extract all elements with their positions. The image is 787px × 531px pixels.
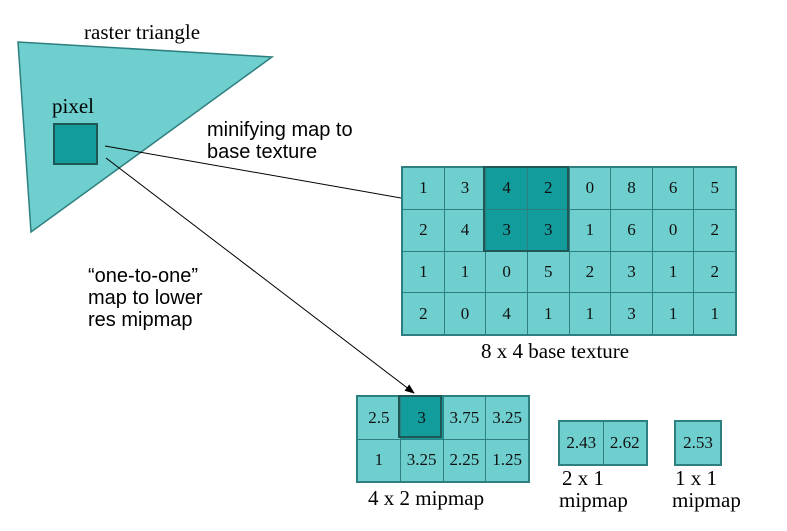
mipmap-4x2-cell: 1.25	[486, 439, 528, 481]
base-texture-cell: 0	[444, 293, 486, 334]
base-texture-cell: 5	[527, 251, 569, 293]
base-texture-cell: 4	[444, 209, 486, 251]
base-texture-cell: 2	[694, 209, 735, 251]
mipmap-1x1-caption: 1 x 1 mipmap	[672, 467, 741, 511]
base-texture-cell: 4	[486, 168, 527, 209]
base-texture-cell: 6	[611, 209, 652, 251]
mipmap-1x1-cell: 2.53	[676, 422, 720, 464]
minifying-label-line1: minifying map to	[207, 119, 353, 141]
base-texture-cell: 1	[444, 251, 486, 293]
base-texture-cell: 1	[694, 293, 735, 334]
mipmap-2x1-caption-line2: mipmap	[559, 488, 628, 512]
base-texture-cell: 6	[652, 168, 694, 209]
mipmap-4x2-cell: 3.25	[400, 439, 443, 481]
mipmap-4x2-cell: 2.25	[443, 439, 486, 481]
base-texture-cell: 1	[652, 293, 694, 334]
mipmap-1x1-caption-line2: mipmap	[672, 488, 741, 512]
base-texture-cell: 0	[486, 251, 527, 293]
base-texture-caption: 8 x 4 base texture	[481, 339, 630, 363]
mipmap-4x2-cell: 1	[358, 439, 400, 481]
mipmap-2x1-cell: 2.62	[603, 422, 646, 464]
one-to-one-label-line2: map to lower	[88, 287, 203, 309]
base-texture-cell: 4	[486, 293, 527, 334]
base-texture-cell: 8	[611, 168, 652, 209]
base-texture-cell: 2	[527, 168, 569, 209]
base-texture-cell: 1	[569, 293, 611, 334]
base-texture-cell: 3	[611, 293, 652, 334]
base-texture-cell: 2	[569, 251, 611, 293]
minifying-label-line2: base texture	[207, 141, 318, 163]
base-texture-cell: 3	[611, 251, 652, 293]
mipmap-4x2-cell: 2.5	[358, 397, 400, 439]
base-texture-cell: 2	[403, 209, 444, 251]
mipmap-2x1-caption: 2 x 1 mipmap	[559, 467, 628, 511]
mipmap-4x2-cell: 3.75	[443, 397, 486, 439]
mipmap-2x1-caption-line1: 2 x 1	[562, 466, 604, 490]
pixel-label: pixel	[52, 94, 94, 118]
base-texture-cell: 2	[694, 251, 735, 293]
minifying-map-label: minifying map to base texture	[207, 119, 353, 163]
raster-triangle-label: raster triangle	[84, 20, 201, 44]
mipmap-1x1-grid: 2.53	[674, 420, 722, 466]
base-texture-cell: 1	[652, 251, 694, 293]
base-texture-cell: 3	[486, 209, 527, 251]
one-to-one-arrow	[105, 157, 415, 394]
base-texture-cell: 0	[652, 209, 694, 251]
base-texture-cell: 5	[694, 168, 735, 209]
base-texture-cell: 1	[527, 293, 569, 334]
one-to-one-map-label: “one-to-one” map to lower res mipmap	[88, 265, 203, 331]
mipmap-4x2-cell: 3	[400, 397, 443, 439]
one-to-one-label-line1: “one-to-one”	[88, 265, 199, 287]
base-texture-cell: 1	[569, 209, 611, 251]
base-texture-cell: 2	[403, 293, 444, 334]
mipmap-1x1-caption-line1: 1 x 1	[675, 466, 717, 490]
mipmap-4x2-cell: 3.25	[486, 397, 528, 439]
base-texture-cell: 1	[403, 251, 444, 293]
mipmap-4x2-caption: 4 x 2 mipmap	[368, 486, 485, 510]
base-texture-cell: 1	[403, 168, 444, 209]
raster-triangle	[17, 41, 275, 234]
base-texture-cell: 3	[444, 168, 486, 209]
base-texture-cell: 0	[569, 168, 611, 209]
pixel-square	[53, 123, 98, 165]
base-texture-cell: 3	[527, 209, 569, 251]
one-to-one-label-line3: res mipmap	[88, 309, 193, 331]
mipmap-2x1-cell: 2.43	[560, 422, 603, 464]
